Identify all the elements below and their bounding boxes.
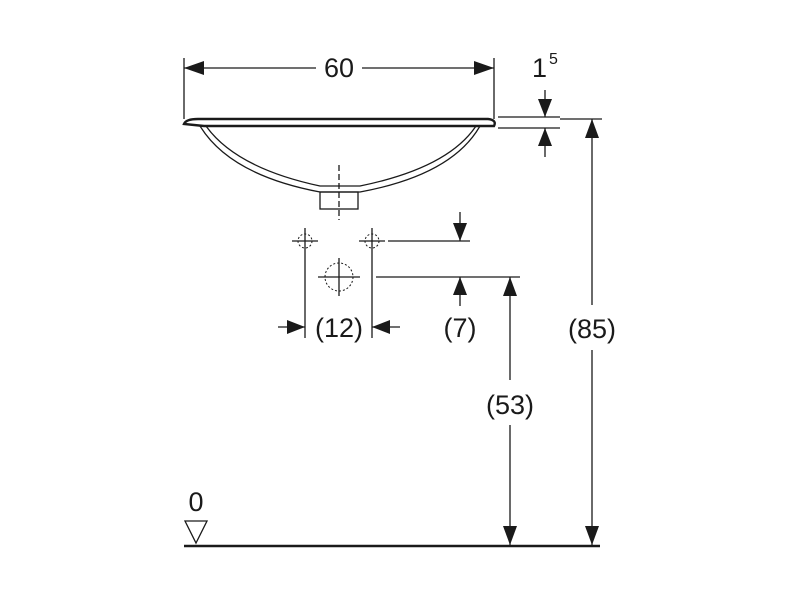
- tap-offset-label: (7): [444, 313, 477, 343]
- drain-height-dimension: (53): [486, 277, 534, 545]
- tap-offset-dimension: (7): [376, 212, 520, 343]
- floor-level-marker: [183, 520, 209, 545]
- total-height-label: (85): [568, 314, 616, 344]
- tap-spacing-dimension: (12): [278, 254, 400, 343]
- rim-thickness-label: 1: [532, 53, 547, 83]
- drain-height-label: (53): [486, 390, 534, 420]
- width-dimension: 60: [183, 53, 495, 119]
- width-label: 60: [324, 53, 354, 83]
- basin-body: [182, 117, 496, 220]
- rim-thickness-superscript: 5: [549, 51, 558, 68]
- floor-level-label: 0: [188, 487, 203, 517]
- tap-holes: [292, 228, 385, 254]
- tap-spacing-label: (12): [315, 313, 363, 343]
- rim-thickness-dimension: 1 5: [498, 51, 560, 157]
- floor-level: 0: [183, 487, 600, 548]
- total-height-dimension: (85): [560, 118, 616, 545]
- drain-outlet: [318, 258, 360, 296]
